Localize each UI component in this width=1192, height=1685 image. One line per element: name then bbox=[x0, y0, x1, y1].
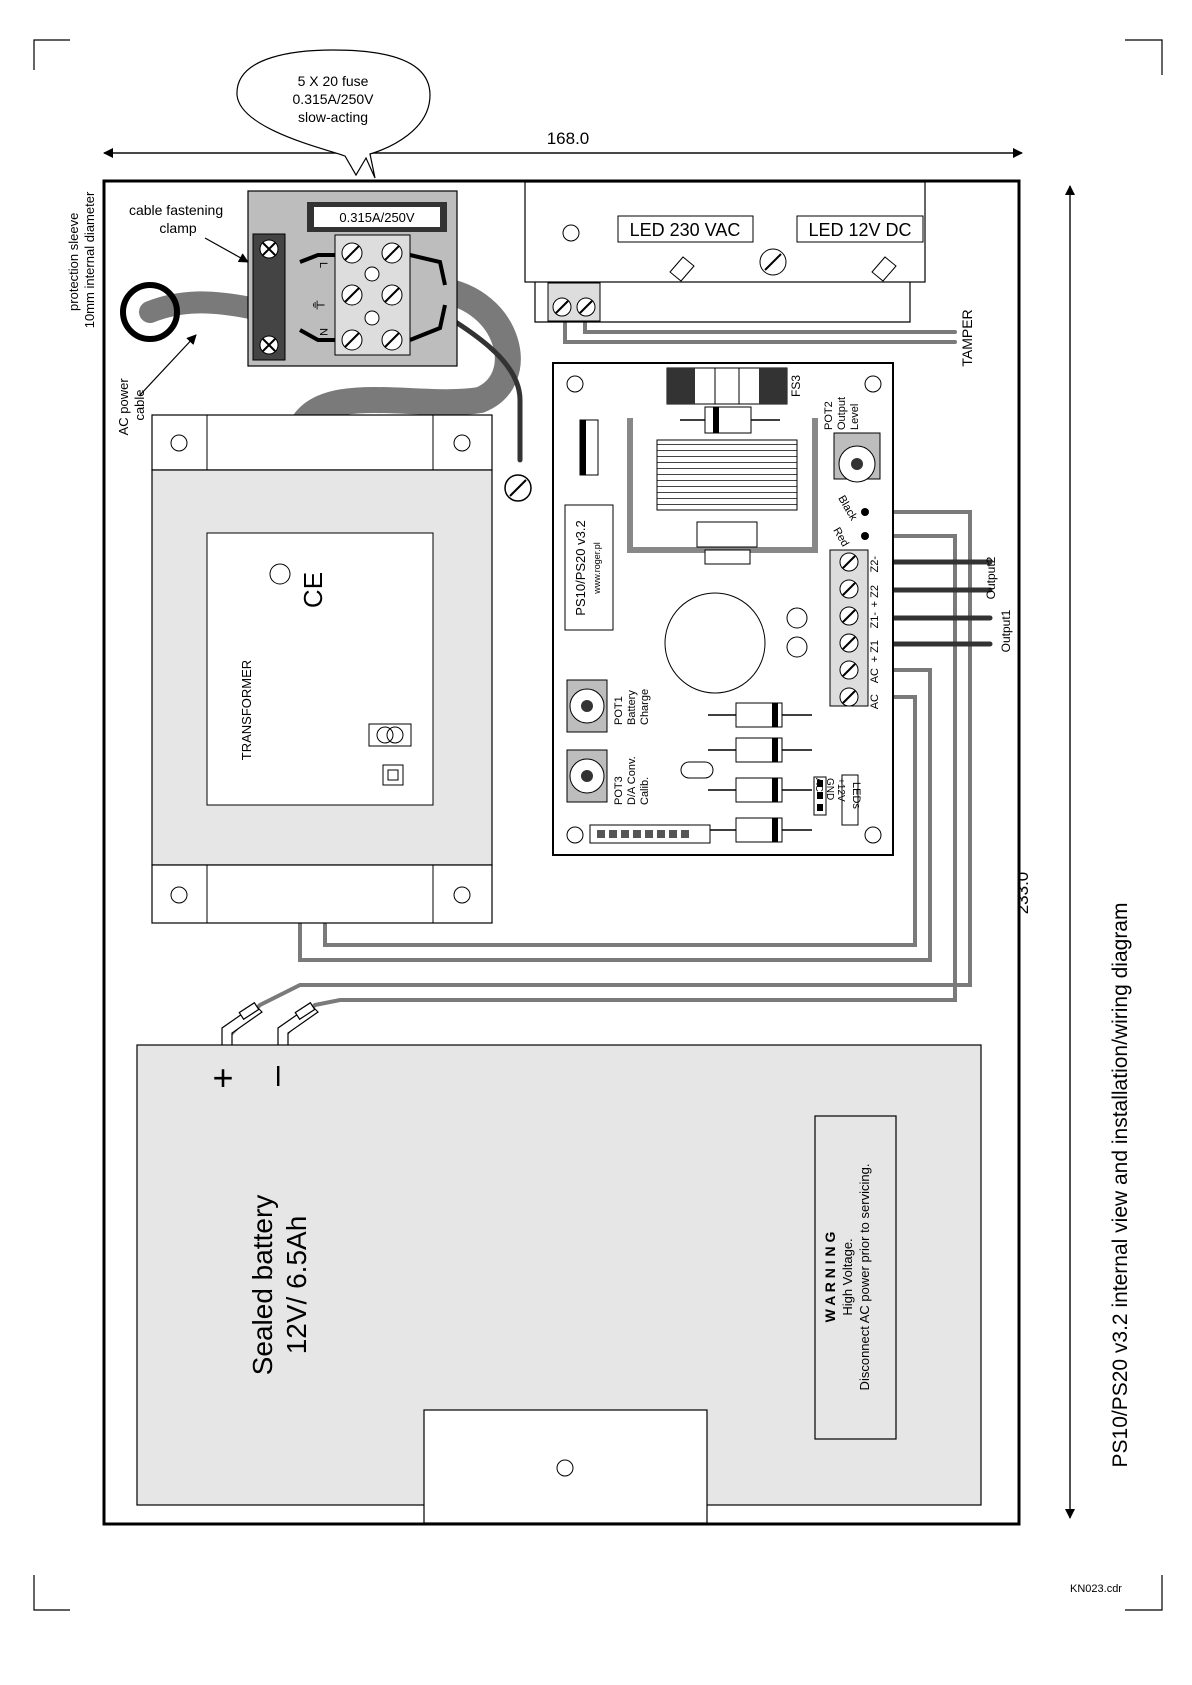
battery-label-line1: Sealed battery bbox=[247, 1195, 278, 1376]
terminal-z1-minus: Z1- bbox=[869, 612, 881, 629]
terminal-n: N bbox=[317, 328, 329, 336]
output2-label: Output2 bbox=[984, 556, 998, 599]
page-title: PS10/PS20 v3.2 internal view and install… bbox=[1109, 903, 1132, 1468]
ac-power-cable-label: AC power cable bbox=[116, 375, 147, 436]
width-dimension: 168.0 bbox=[103, 129, 1023, 158]
terminal-z1-plus: + Z1 bbox=[869, 640, 881, 662]
protection-sleeve-label: protection sleeve 10mm internal diameter bbox=[66, 191, 97, 328]
battery-connectors bbox=[221, 1001, 319, 1045]
mains-terminal-block: 0.315A/250V L N ⏚ bbox=[247, 190, 458, 367]
pcb-model: PS10/PS20 v3.2 bbox=[573, 520, 588, 615]
warning-label: W A R N I N G High Voltage. Disconnect A… bbox=[814, 1115, 897, 1440]
ac-cable-leader bbox=[139, 334, 197, 396]
fs3-label: FS3 bbox=[789, 375, 803, 397]
fuse-label: 0.315A/250V bbox=[339, 210, 415, 225]
led-panel: LED 230 VAC LED 12V DC bbox=[524, 181, 926, 323]
output-terminal-block: Z2- + Z2 Z1- + Z1 AC AC bbox=[829, 549, 881, 709]
led-12vdc-label: LED 12V DC bbox=[808, 220, 911, 240]
pot1-label: POT1 Battery Charge bbox=[613, 687, 651, 725]
cable-clamp-label: cable fastening clamp bbox=[129, 202, 227, 236]
warning-heading: W A R N I N G bbox=[822, 1232, 838, 1323]
pcb: FS3 POT2 Output Level PS10/PS20 v3.2 www… bbox=[552, 362, 894, 856]
transformer-label: TRANSFORMER bbox=[239, 660, 254, 760]
protection-sleeve bbox=[120, 282, 180, 342]
clamp-leader bbox=[204, 237, 249, 263]
earth-symbol: ⏚ bbox=[310, 298, 326, 312]
pcb-url: www.roger.pl bbox=[592, 542, 602, 595]
earth-ring-terminal bbox=[504, 474, 532, 502]
terminal-ac-1: AC bbox=[869, 668, 881, 683]
fuse-callout-line1: 5 X 20 fuse bbox=[298, 73, 369, 89]
transformer-label-plate bbox=[206, 532, 434, 806]
terminal-ac-2: AC bbox=[869, 694, 881, 709]
rectifier-diodes bbox=[708, 702, 812, 843]
led-230vac-label: LED 230 VAC bbox=[630, 220, 741, 240]
fuse-callout-line2: 0.315A/250V bbox=[293, 91, 375, 107]
transformer: TRANSFORMER CE bbox=[151, 414, 493, 924]
ce-mark: CE bbox=[298, 572, 328, 608]
terminal-l: L bbox=[317, 262, 329, 268]
terminal-z2-minus: Z2- bbox=[869, 556, 881, 573]
pot3-label: POT3 D/A Conv. Calib. bbox=[613, 753, 651, 805]
height-dimension: 233.0 bbox=[1013, 185, 1075, 1519]
terminal-z2-plus: + Z2 bbox=[869, 585, 881, 607]
fuse-callout-line3: slow-acting bbox=[298, 109, 368, 125]
fuse-callout: 5 X 20 fuse 0.315A/250V slow-acting bbox=[236, 49, 431, 179]
battery-minus: – bbox=[261, 1066, 302, 1086]
battery-plus: + bbox=[212, 1057, 233, 1098]
file-reference: KN023.cdr bbox=[1070, 1583, 1122, 1595]
leds-caption: LEDs bbox=[850, 782, 862, 809]
terminal-screws bbox=[334, 234, 411, 356]
output1-label: Output1 bbox=[999, 609, 1013, 652]
battery-label-line2: 12V/ 6.5Ah bbox=[281, 1216, 312, 1355]
warning-line2: Disconnect AC power prior to servicing. bbox=[857, 1164, 872, 1391]
leds-label: +12V GND AC bbox=[813, 778, 846, 804]
crop-marks bbox=[33, 39, 1163, 1611]
warning-line1: High Voltage. bbox=[840, 1238, 855, 1315]
tamper-label: TAMPER bbox=[959, 309, 975, 366]
pot2-label: POT2 Output Level bbox=[823, 394, 861, 430]
width-label: 168.0 bbox=[547, 129, 590, 148]
